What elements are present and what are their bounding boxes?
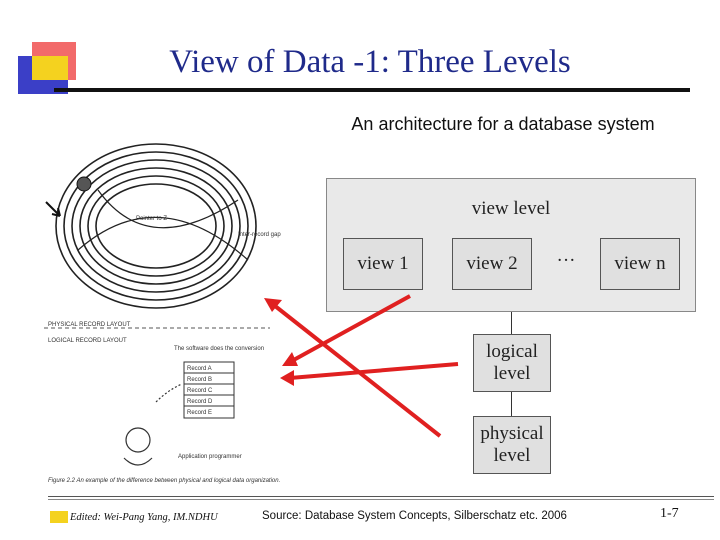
record-item: Record B (187, 377, 212, 383)
footer-divider (48, 499, 714, 500)
record-item: Record C (187, 388, 213, 394)
physical-layout-label: PHYSICAL RECORD LAYOUT (48, 322, 131, 328)
physical-level-line1: physical (480, 423, 544, 444)
intermediate-label: Inter-record gap (238, 232, 281, 238)
programmer-icon (123, 383, 183, 466)
page-number: 1-7 (660, 506, 679, 521)
arrow-icon (45, 201, 61, 217)
application-label: Application programmer (178, 454, 242, 460)
footer-divider (48, 496, 714, 497)
arrow-from-logical (289, 362, 459, 380)
footer-yellow-mark (50, 511, 68, 523)
arrow-head-icon (280, 370, 294, 386)
logical-level-line2: level (493, 363, 531, 384)
logical-level-box: logical level (473, 334, 551, 392)
view-2-box: view 2 (452, 238, 532, 290)
pointer-icon (76, 176, 92, 192)
record-item: Record A (187, 366, 212, 372)
software-label: The software does the conversion (174, 346, 264, 352)
physical-level-box: physical level (473, 416, 551, 474)
arrow-to-physical (268, 300, 442, 438)
pointer-label: Pointer to Z (136, 216, 167, 222)
disk-tracks (55, 143, 257, 309)
view-1-box: view 1 (343, 238, 423, 290)
logical-layout-label: LOGICAL RECORD LAYOUT (48, 338, 127, 344)
arrow-head-icon (282, 352, 298, 366)
title-underline (54, 88, 690, 92)
view-1-label: view 1 (357, 253, 409, 274)
corner-decoration (16, 40, 82, 100)
view-n-label: view n (614, 253, 666, 274)
footer-source: Source: Database System Concepts, Silber… (262, 510, 567, 522)
slide-subtitle: An architecture for a database system (351, 114, 655, 134)
figure-caption: Figure 2.2 An example of the difference … (48, 478, 280, 484)
views-ellipsis: ··· (556, 250, 576, 271)
slide-title: View of Data -1: Three Levels (169, 44, 571, 80)
connector-line (511, 312, 512, 334)
physical-level-line2: level (493, 445, 531, 466)
footer-edited: Edited: Wei-Pang Yang, IM.NDHU (70, 512, 218, 523)
physical-logical-figure: Pointer to Z Inter-record gap PHYSICAL R… (44, 143, 281, 484)
view-level-label: view level (471, 198, 551, 219)
deco-yellow-square (32, 56, 68, 80)
record-list (183, 361, 235, 419)
arrow-head-icon (264, 298, 282, 312)
view-n-box: view n (600, 238, 680, 290)
logical-level-line1: logical (486, 341, 538, 362)
view-2-label: view 2 (466, 253, 518, 274)
arrow-from-views (289, 294, 411, 364)
record-item: Record D (187, 399, 213, 405)
connector-line (511, 392, 512, 416)
record-item: Record E (187, 410, 212, 416)
